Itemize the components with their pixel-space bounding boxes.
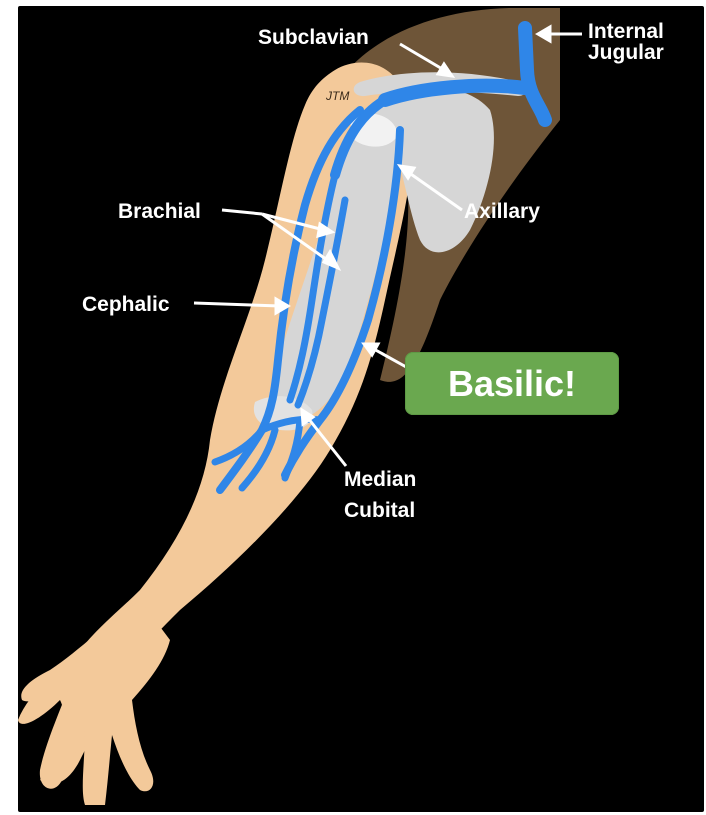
basilic-badge-text: Basilic! (448, 363, 576, 405)
watermark-text: JTM (325, 89, 349, 103)
label-cephalic: Cephalic (82, 293, 170, 316)
brachial-arrow-line-a (222, 210, 262, 214)
label-median-cubital-line1: Median (344, 468, 416, 491)
basilic-badge: Basilic! (405, 352, 619, 415)
label-median-cubital-line2: Cubital (344, 499, 415, 522)
label-internal-jugular-line1: Internal (588, 20, 664, 43)
label-internal-jugular-line2: Jugular (588, 41, 664, 64)
label-brachial: Brachial (118, 200, 201, 223)
label-subclavian: Subclavian (258, 26, 369, 49)
label-axillary: Axillary (464, 200, 540, 223)
